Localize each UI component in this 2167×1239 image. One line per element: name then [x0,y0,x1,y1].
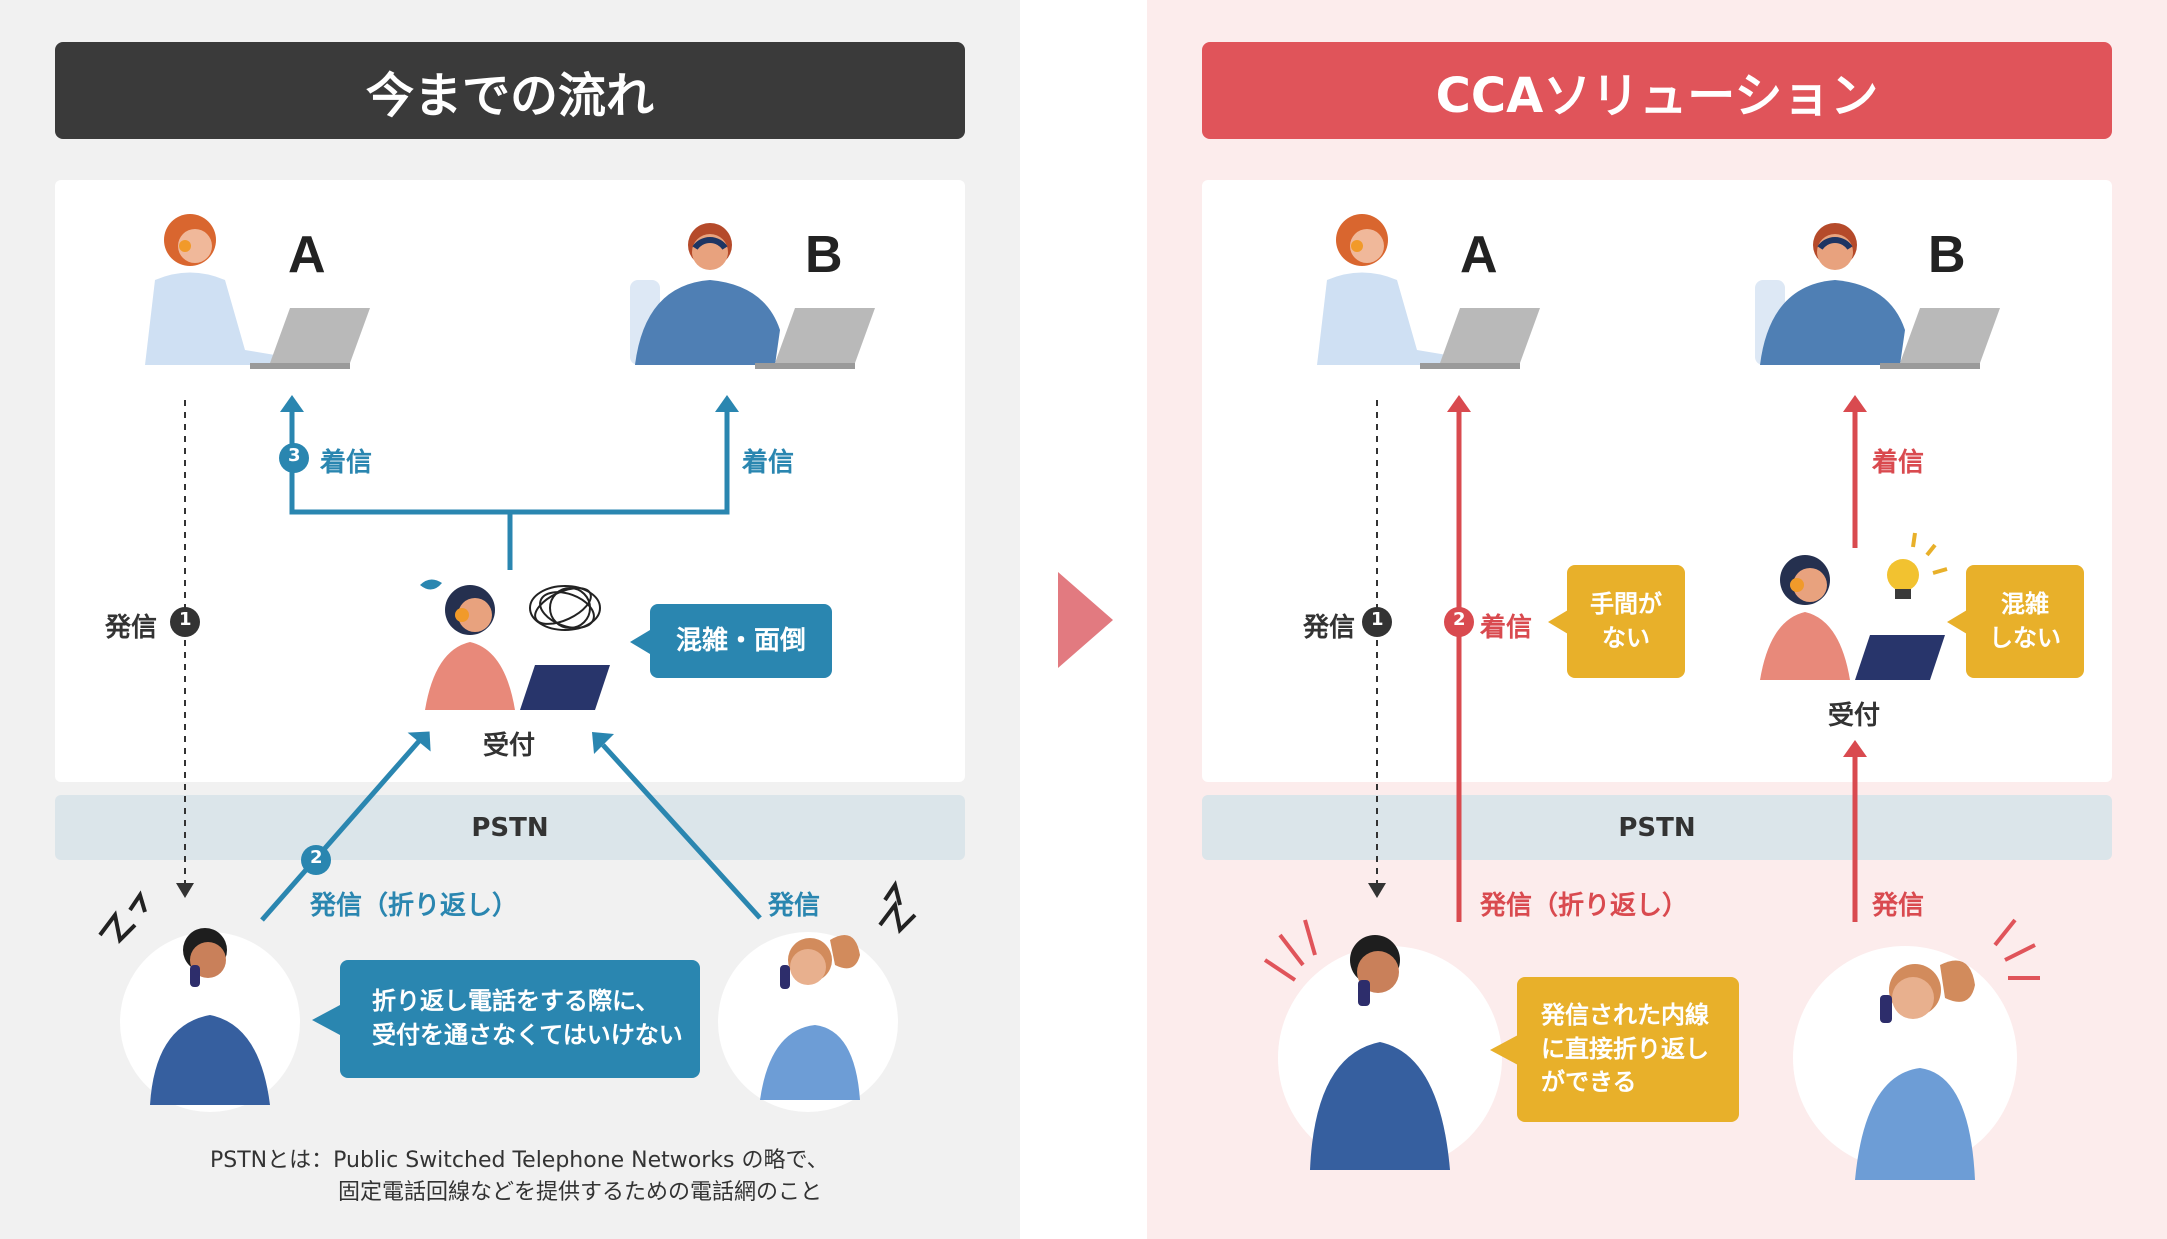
incoming-arrow-line [601,743,762,920]
direct-callout-line: に直接折り返し [1541,1034,1709,1063]
call-out-label: 発信 [1303,613,1356,643]
incoming-arrow-head [592,732,614,754]
alert-lines-icon [1263,919,1317,982]
caller-woman-icon [760,935,860,1100]
dashed-arrow-head [1368,883,1386,898]
no-effort-callout-line: ない [1602,623,1650,652]
step-2-number: 2 [310,847,323,868]
incoming-b-label: 着信 [742,448,795,478]
no-crowd-callout-line: 混雑 [2001,589,2049,618]
callback-arrow-line [260,738,422,922]
callout-pointer [312,1005,340,1035]
receptionist-icon [425,585,610,710]
callback-arrow-head [407,731,431,752]
step-1-badge [170,607,200,637]
callout-pointer [1947,610,1967,634]
callout-pointer [1490,1035,1518,1065]
problem-callout-line: 折り返し電話をする際に、 [372,987,660,1016]
caller-woman-icon [1855,960,1975,1180]
transition-arrow [1058,572,1113,668]
step-1-number: 1 [1371,609,1384,630]
pstn-note-line: PSTNとは：Public Switched Telephone Network… [210,1148,829,1173]
sweat-drop-icon [420,579,442,590]
callout-pointer [630,630,650,654]
laptop-icon [755,308,875,369]
left-title: 今までの流れ [55,42,965,139]
person-a-icon [145,214,275,365]
busy-callout: 混雑・面倒 [650,604,832,678]
call-out-right-label: 発信 [768,891,821,921]
left-pstn-band: PSTN [55,795,965,860]
arrow-up-a [280,395,304,412]
callback-label: 発信（折り返し） [310,891,519,921]
laptop-icon [1880,308,2000,369]
incoming-b-head [1843,395,1867,412]
laptop-icon [1420,308,1540,369]
no-effort-callout: 手間が ない [1567,565,1685,678]
annoyance-icon [878,880,917,935]
receptionist-label: 受付 [1828,701,1881,731]
step-1-badge [1362,607,1392,637]
callback-label: 発信（折り返し） [1480,891,1689,921]
branch-line [289,410,513,570]
right-pstn-band: PSTN [1202,795,2112,860]
callout-pointer [1548,610,1568,634]
direct-callback-callout: 発信された内線 に直接折り返し ができる [1517,977,1739,1122]
step-2-badge [301,845,331,875]
receptionist-icon [1760,555,1945,680]
person-a-icon [1317,214,1447,365]
person-a-label: A [288,226,326,284]
direct-callback-head [1447,395,1471,412]
step-3-number: 3 [288,445,301,466]
caller-man-icon [150,928,270,1105]
caller-man-icon [1310,935,1450,1170]
laptop-icon [250,308,370,369]
step-3-badge [279,443,309,473]
incoming-reception-head [1843,740,1867,757]
incoming-a-label: 着信 [320,448,373,478]
problem-callout: 折り返し電話をする際に、 受付を通さなくてはいけない [340,960,700,1078]
direct-callout-line: 発信された内線 [1541,1001,1709,1030]
person-b-icon [1755,223,1905,365]
incoming-b-label: 着信 [1872,448,1925,478]
no-effort-callout-line: 手間が [1590,589,1662,618]
right-title: CCAソリューション [1202,42,2112,139]
incoming-2-label: 着信 [1480,613,1533,643]
step-1-number: 1 [179,609,192,630]
person-b-icon [630,223,780,365]
stress-scribble-icon [529,585,601,631]
pstn-note-line: 固定電話回線などを提供するための電話網のこと [338,1179,823,1205]
lightbulb-icon [1887,532,1948,599]
step-2-badge [1444,607,1474,637]
alert-lines-icon [1993,918,2040,980]
no-crowd-callout: 混雑 しない [1966,565,2084,678]
arrow-up-b [715,395,739,412]
call-out-right-label: 発信 [1872,891,1925,921]
receptionist-label: 受付 [483,731,536,761]
no-crowd-callout-line: しない [1989,623,2061,652]
step-2-number: 2 [1453,609,1466,630]
person-b-label: B [1928,226,1966,284]
direct-callout-line: ができる [1541,1068,1637,1097]
dashed-arrow-head [176,883,194,898]
pstn-note: PSTNとは：Public Switched Telephone Network… [210,1145,930,1209]
person-a-label: A [1460,226,1498,284]
problem-callout-line: 受付を通さなくてはいけない [372,1021,683,1049]
branch-line [510,410,730,515]
call-out-label: 発信 [105,613,158,643]
person-b-label: B [805,226,843,284]
annoyance-icon [98,890,147,945]
